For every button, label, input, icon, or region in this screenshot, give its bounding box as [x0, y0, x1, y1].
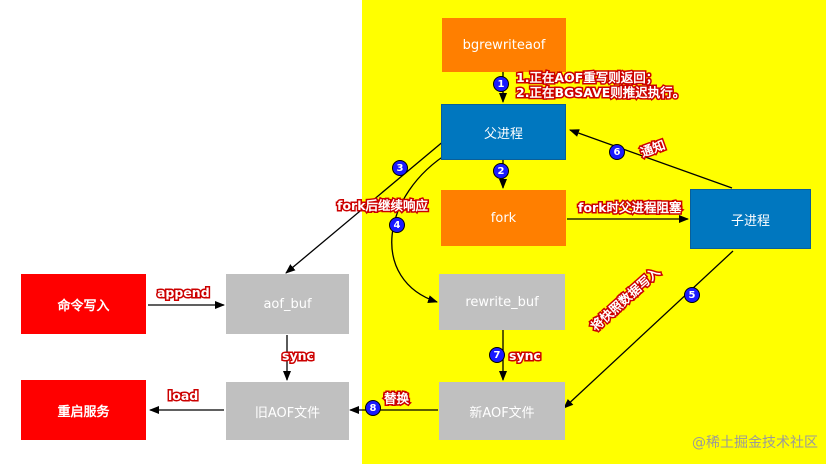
- restart-service-node: 重启服务: [21, 380, 146, 440]
- step-badge-6: 6: [609, 144, 625, 160]
- arrow-child-to-parent: [569, 129, 733, 189]
- rewrite-buf-node: rewrite_buf: [439, 274, 565, 330]
- command-write-node: 命令写入: [21, 274, 146, 334]
- child-process-node: 子进程: [690, 189, 811, 249]
- step-badge-1: 1: [493, 76, 509, 92]
- sync-left-label: sync: [281, 347, 316, 365]
- parent-process-node: 父进程: [441, 104, 566, 160]
- old-aof-file-node: 旧AOF文件: [226, 382, 349, 440]
- arrow-parent-to-rewrite-buf: [391, 151, 451, 303]
- step-badge-4: 4: [389, 217, 405, 233]
- note-line-1: 1.正在AOF重写则返回；: [514, 69, 659, 87]
- bgrewriteaof-node: bgrewriteaof: [442, 18, 566, 72]
- note-line-2: 2.正在BGSAVE则推迟执行。: [514, 84, 686, 102]
- fork-node: fork: [441, 190, 566, 246]
- step-badge-7: 7: [489, 347, 505, 363]
- step-badge-3: 3: [392, 160, 408, 176]
- append-label: append: [156, 284, 212, 302]
- arrow-child-to-new-aof: [563, 250, 734, 409]
- step-badge-8: 8: [365, 400, 381, 416]
- watermark: @稀土掘金技术社区: [692, 435, 818, 451]
- step-badge-5: 5: [684, 287, 700, 303]
- load-label: load: [166, 387, 199, 405]
- aof-buf-node: aof_buf: [226, 274, 349, 334]
- fork-block-label: fork时父进程阻塞: [577, 199, 684, 217]
- step-badge-2: 2: [493, 163, 509, 179]
- fork-continue-label: fork后继续响应: [335, 197, 429, 215]
- sync-right-label: sync: [508, 347, 543, 365]
- replace-label: 替换: [382, 390, 410, 408]
- new-aof-file-node: 新AOF文件: [439, 382, 565, 440]
- arrow-parent-to-aof-buf: [285, 139, 446, 274]
